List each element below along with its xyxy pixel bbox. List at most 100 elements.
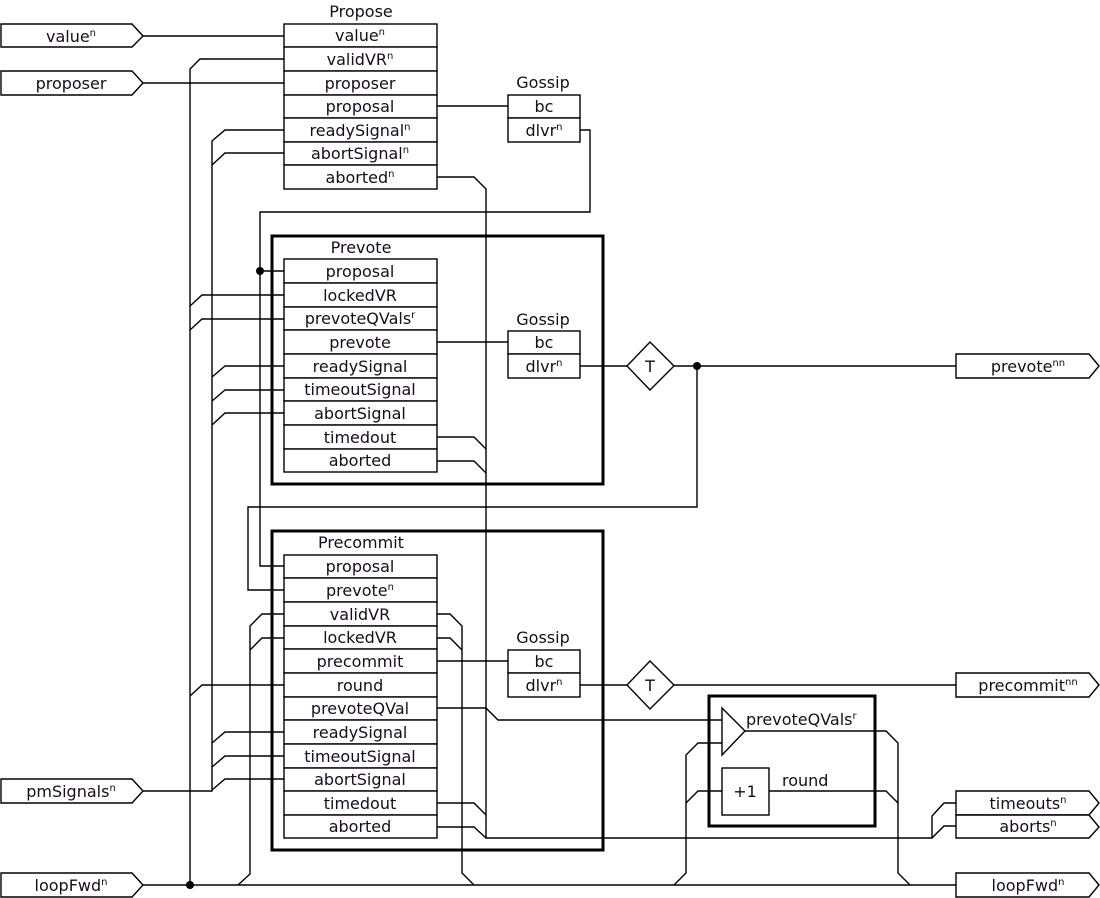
gossip-title: Gossip — [516, 73, 569, 92]
precommit-port-round: round — [283, 672, 438, 698]
wire-loopfwd-bus — [189, 58, 284, 885]
propose-port-aborted: abortedn — [283, 164, 438, 190]
wire-round-precommit — [189, 684, 284, 697]
input-loopfwd: loopFwdn — [0, 872, 144, 898]
precommit-port-validvr: validVR — [283, 601, 438, 627]
wire-qvals-prevote — [189, 318, 284, 331]
svg-text:valuen: valuen — [335, 26, 385, 45]
collect-triangle — [721, 706, 746, 757]
svg-text:proposal: proposal — [326, 262, 395, 281]
increment-box: +1 — [721, 767, 770, 816]
precommit-port-abortsignal: abortSignal — [283, 767, 438, 792]
precommit-port-timeoutsignal: timeoutSignal — [283, 743, 438, 769]
svg-text:precommitnn: precommitnn — [978, 676, 1077, 695]
svg-text:timeoutsn: timeoutsn — [989, 794, 1066, 813]
svg-text:timedout: timedout — [324, 794, 397, 813]
wire-abortsignal-propose — [211, 152, 284, 166]
propose-title: Propose — [329, 2, 393, 21]
svg-text:timeoutSignal: timeoutSignal — [304, 380, 416, 399]
wire-prevote-precommit — [247, 366, 698, 591]
wire-pmsignals-bus — [143, 129, 284, 792]
svg-text:abortSignaln: abortSignaln — [311, 144, 409, 163]
junction-dot — [256, 267, 264, 275]
svg-text:dlvrn: dlvrn — [526, 357, 563, 376]
svg-text:proposer: proposer — [325, 74, 396, 93]
prevote-port-readysignal: readySignal — [283, 353, 438, 379]
svg-text:abortsn: abortsn — [999, 817, 1056, 836]
svg-text:timeoutSignal: timeoutSignal — [304, 747, 416, 766]
wire-timedout-precommit — [437, 802, 487, 816]
output-precommit: precommitnn — [955, 672, 1100, 698]
prevote-port-timedout: timedout — [283, 424, 438, 450]
filter-diamond-precommit: T — [626, 659, 675, 711]
svg-text:loopFwdn: loopFwdn — [35, 876, 108, 895]
wire-aborts-bus — [437, 176, 956, 839]
wire-aborted-prevote — [437, 460, 487, 474]
gossip-port-bc: bc — [507, 94, 581, 119]
state-round-label: round — [782, 771, 828, 790]
gossip-block-propose: bc dlvrn — [507, 94, 581, 143]
precommit-frame — [270, 529, 605, 852]
svg-text:prevoteQValsr: prevoteQValsr — [305, 309, 416, 328]
output-aborts: abortsn — [955, 814, 1100, 839]
propose-port-readysignal: readySignaln — [283, 117, 438, 143]
gossip-port-dlvr: dlvrn — [507, 353, 581, 379]
wire-round-fwd — [769, 790, 899, 804]
svg-text:bc: bc — [535, 652, 554, 671]
svg-text:prevoteQVal: prevoteQVal — [311, 699, 409, 718]
gossip-port-dlvr: dlvrn — [507, 672, 581, 698]
wire-readysignal-precommit — [211, 731, 284, 744]
svg-text:prevote: prevote — [329, 333, 391, 352]
svg-text:readySignal: readySignal — [313, 723, 408, 742]
wire-lockedvr-prevote — [189, 294, 284, 307]
svg-text:bc: bc — [535, 97, 554, 116]
wire-timeouts-out — [931, 802, 956, 838]
svg-text:proposal: proposal — [326, 97, 395, 116]
svg-text:aborted: aborted — [329, 451, 392, 470]
prevote-block: proposal lockedVR prevoteQValsr prevote … — [283, 258, 438, 473]
svg-text:lockedVR: lockedVR — [323, 628, 397, 647]
svg-text:lockedVR: lockedVR — [323, 286, 397, 305]
prevote-port-abortsignal: abortSignal — [283, 400, 438, 426]
wire-qvals-feedback — [673, 742, 722, 886]
wire-timeoutsignal-precommit — [211, 755, 284, 768]
gossip-port-bc: bc — [507, 330, 581, 355]
svg-text:dlvrn: dlvrn — [526, 676, 563, 695]
precommit-port-precommit: precommit — [283, 648, 438, 674]
svg-text:aborted: aborted — [329, 817, 392, 836]
wire-readysignal-prevote — [211, 365, 284, 378]
propose-block: valuen validVRn proposer proposal readyS… — [283, 23, 438, 190]
output-prevote: prevotenn — [955, 353, 1100, 379]
output-timeouts: timeoutsn — [955, 790, 1100, 816]
svg-text:valuen: valuen — [46, 27, 96, 46]
wire-prevoteqval — [437, 707, 722, 721]
svg-text:proposal: proposal — [326, 557, 395, 576]
svg-text:validVR: validVR — [330, 605, 390, 624]
svg-text:timedout: timedout — [324, 428, 397, 447]
wire-validvr-precommit — [237, 613, 284, 886]
svg-text:T: T — [644, 357, 655, 376]
svg-text:bc: bc — [535, 333, 554, 352]
svg-text:abortedn: abortedn — [326, 168, 395, 187]
prevote-port-prevote: prevote — [283, 329, 438, 355]
wire-abortsignal-precommit — [211, 778, 284, 791]
svg-text:dlvrn: dlvrn — [526, 121, 563, 140]
prevote-title: Prevote — [331, 238, 392, 257]
precommit-port-proposal: proposal — [283, 554, 438, 579]
svg-text:round: round — [337, 676, 383, 695]
prevote-frame — [270, 234, 605, 486]
prevote-port-lockedvr: lockedVR — [283, 282, 438, 308]
precommit-port-readysignal: readySignal — [283, 719, 438, 745]
wire-lockedvr-fwd — [437, 637, 463, 651]
svg-text:loopFwdn: loopFwdn — [992, 876, 1065, 895]
precommit-title: Precommit — [318, 533, 404, 552]
svg-text:validVRn: validVRn — [327, 50, 394, 69]
gossip-block-prevote: bc dlvrn — [507, 330, 581, 379]
svg-text:pmSignalsn: pmSignalsn — [26, 782, 116, 801]
svg-text:proposer: proposer — [36, 74, 107, 93]
wire-qvals-fwd — [745, 730, 911, 886]
precommit-port-timedout: timedout — [283, 790, 438, 816]
svg-text:readySignal: readySignal — [313, 357, 408, 376]
gossip-title: Gossip — [516, 310, 569, 329]
precommit-block: proposal prevoten validVR lockedVR preco… — [283, 554, 438, 839]
